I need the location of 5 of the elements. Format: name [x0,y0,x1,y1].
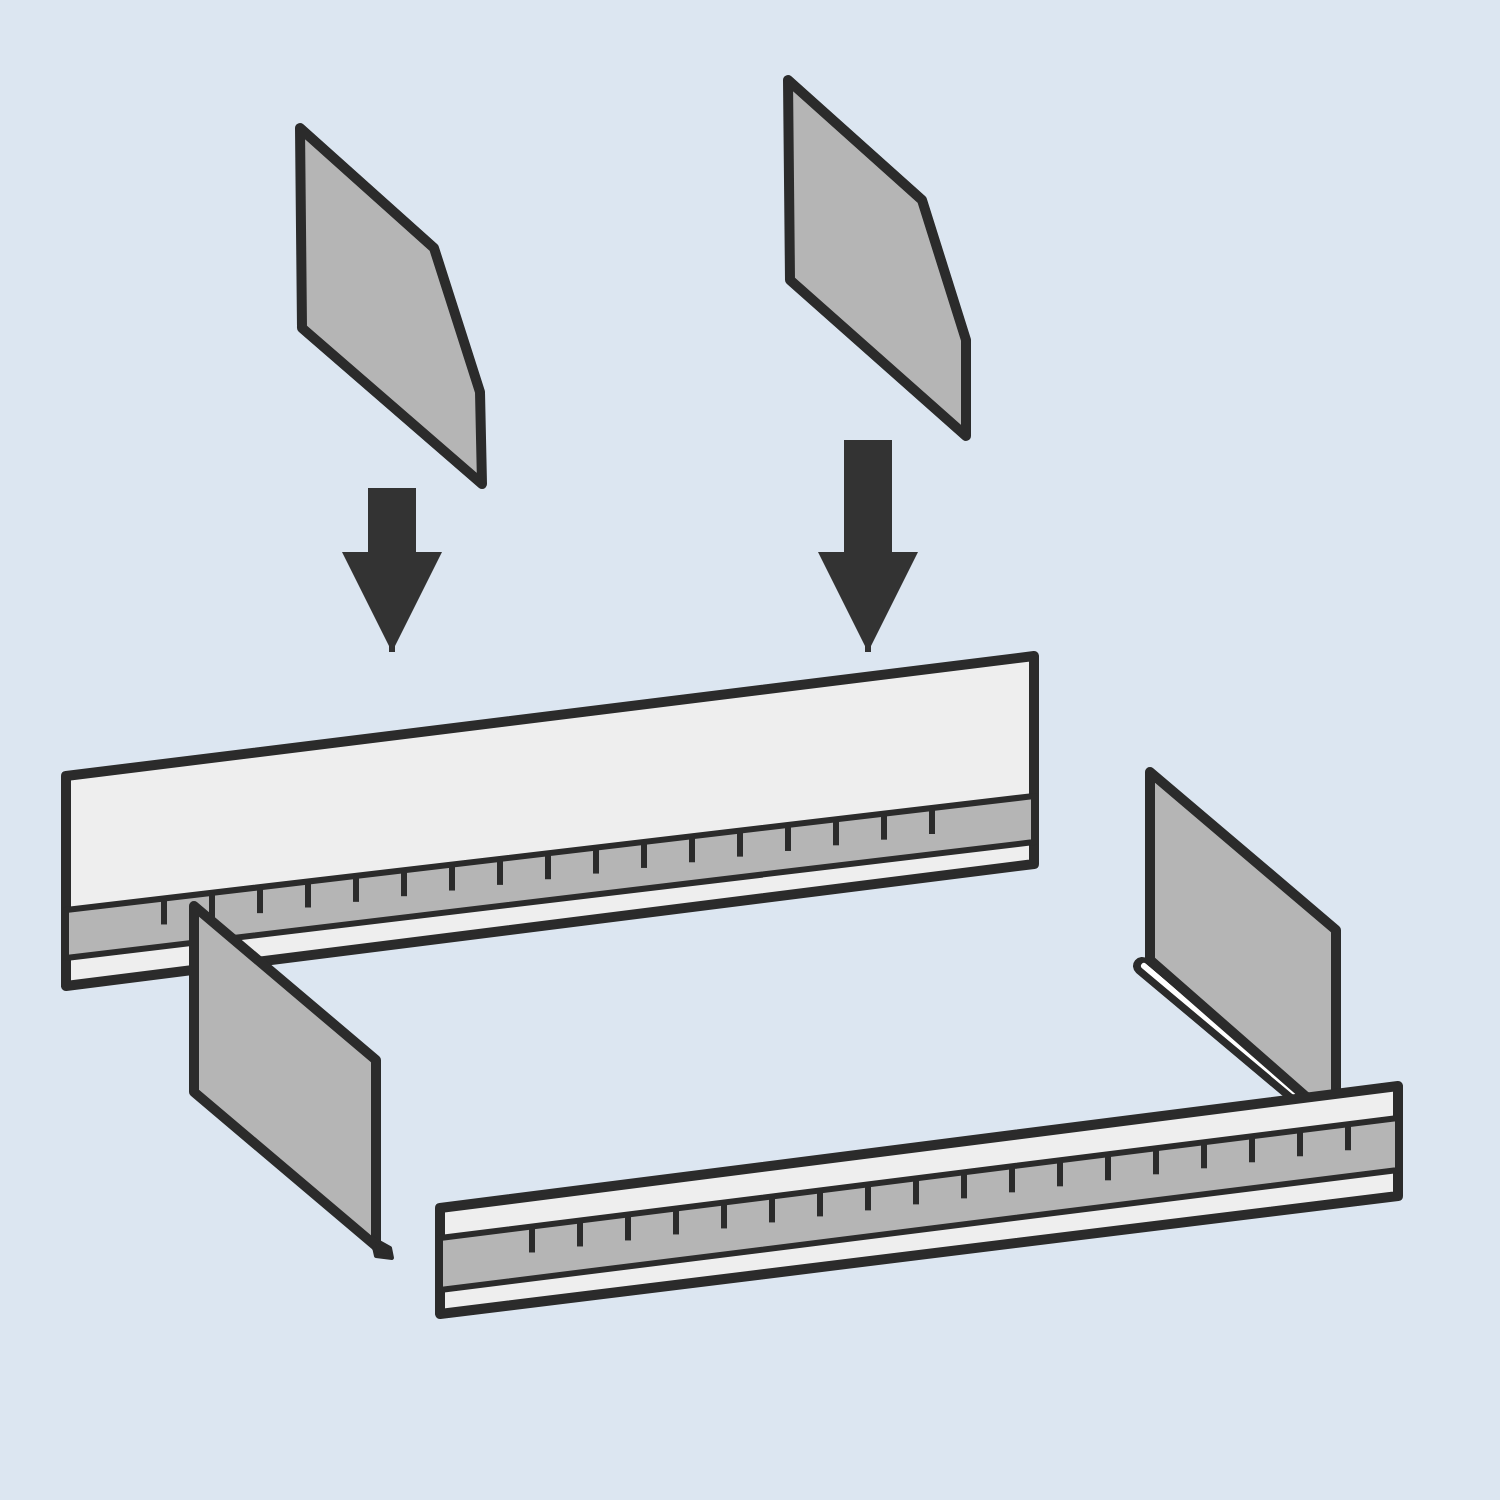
rail-frame [60,650,1404,1320]
divider-panel [782,74,972,442]
down-arrow [342,488,442,652]
divider-panel [292,122,488,490]
down-arrow [818,440,918,652]
